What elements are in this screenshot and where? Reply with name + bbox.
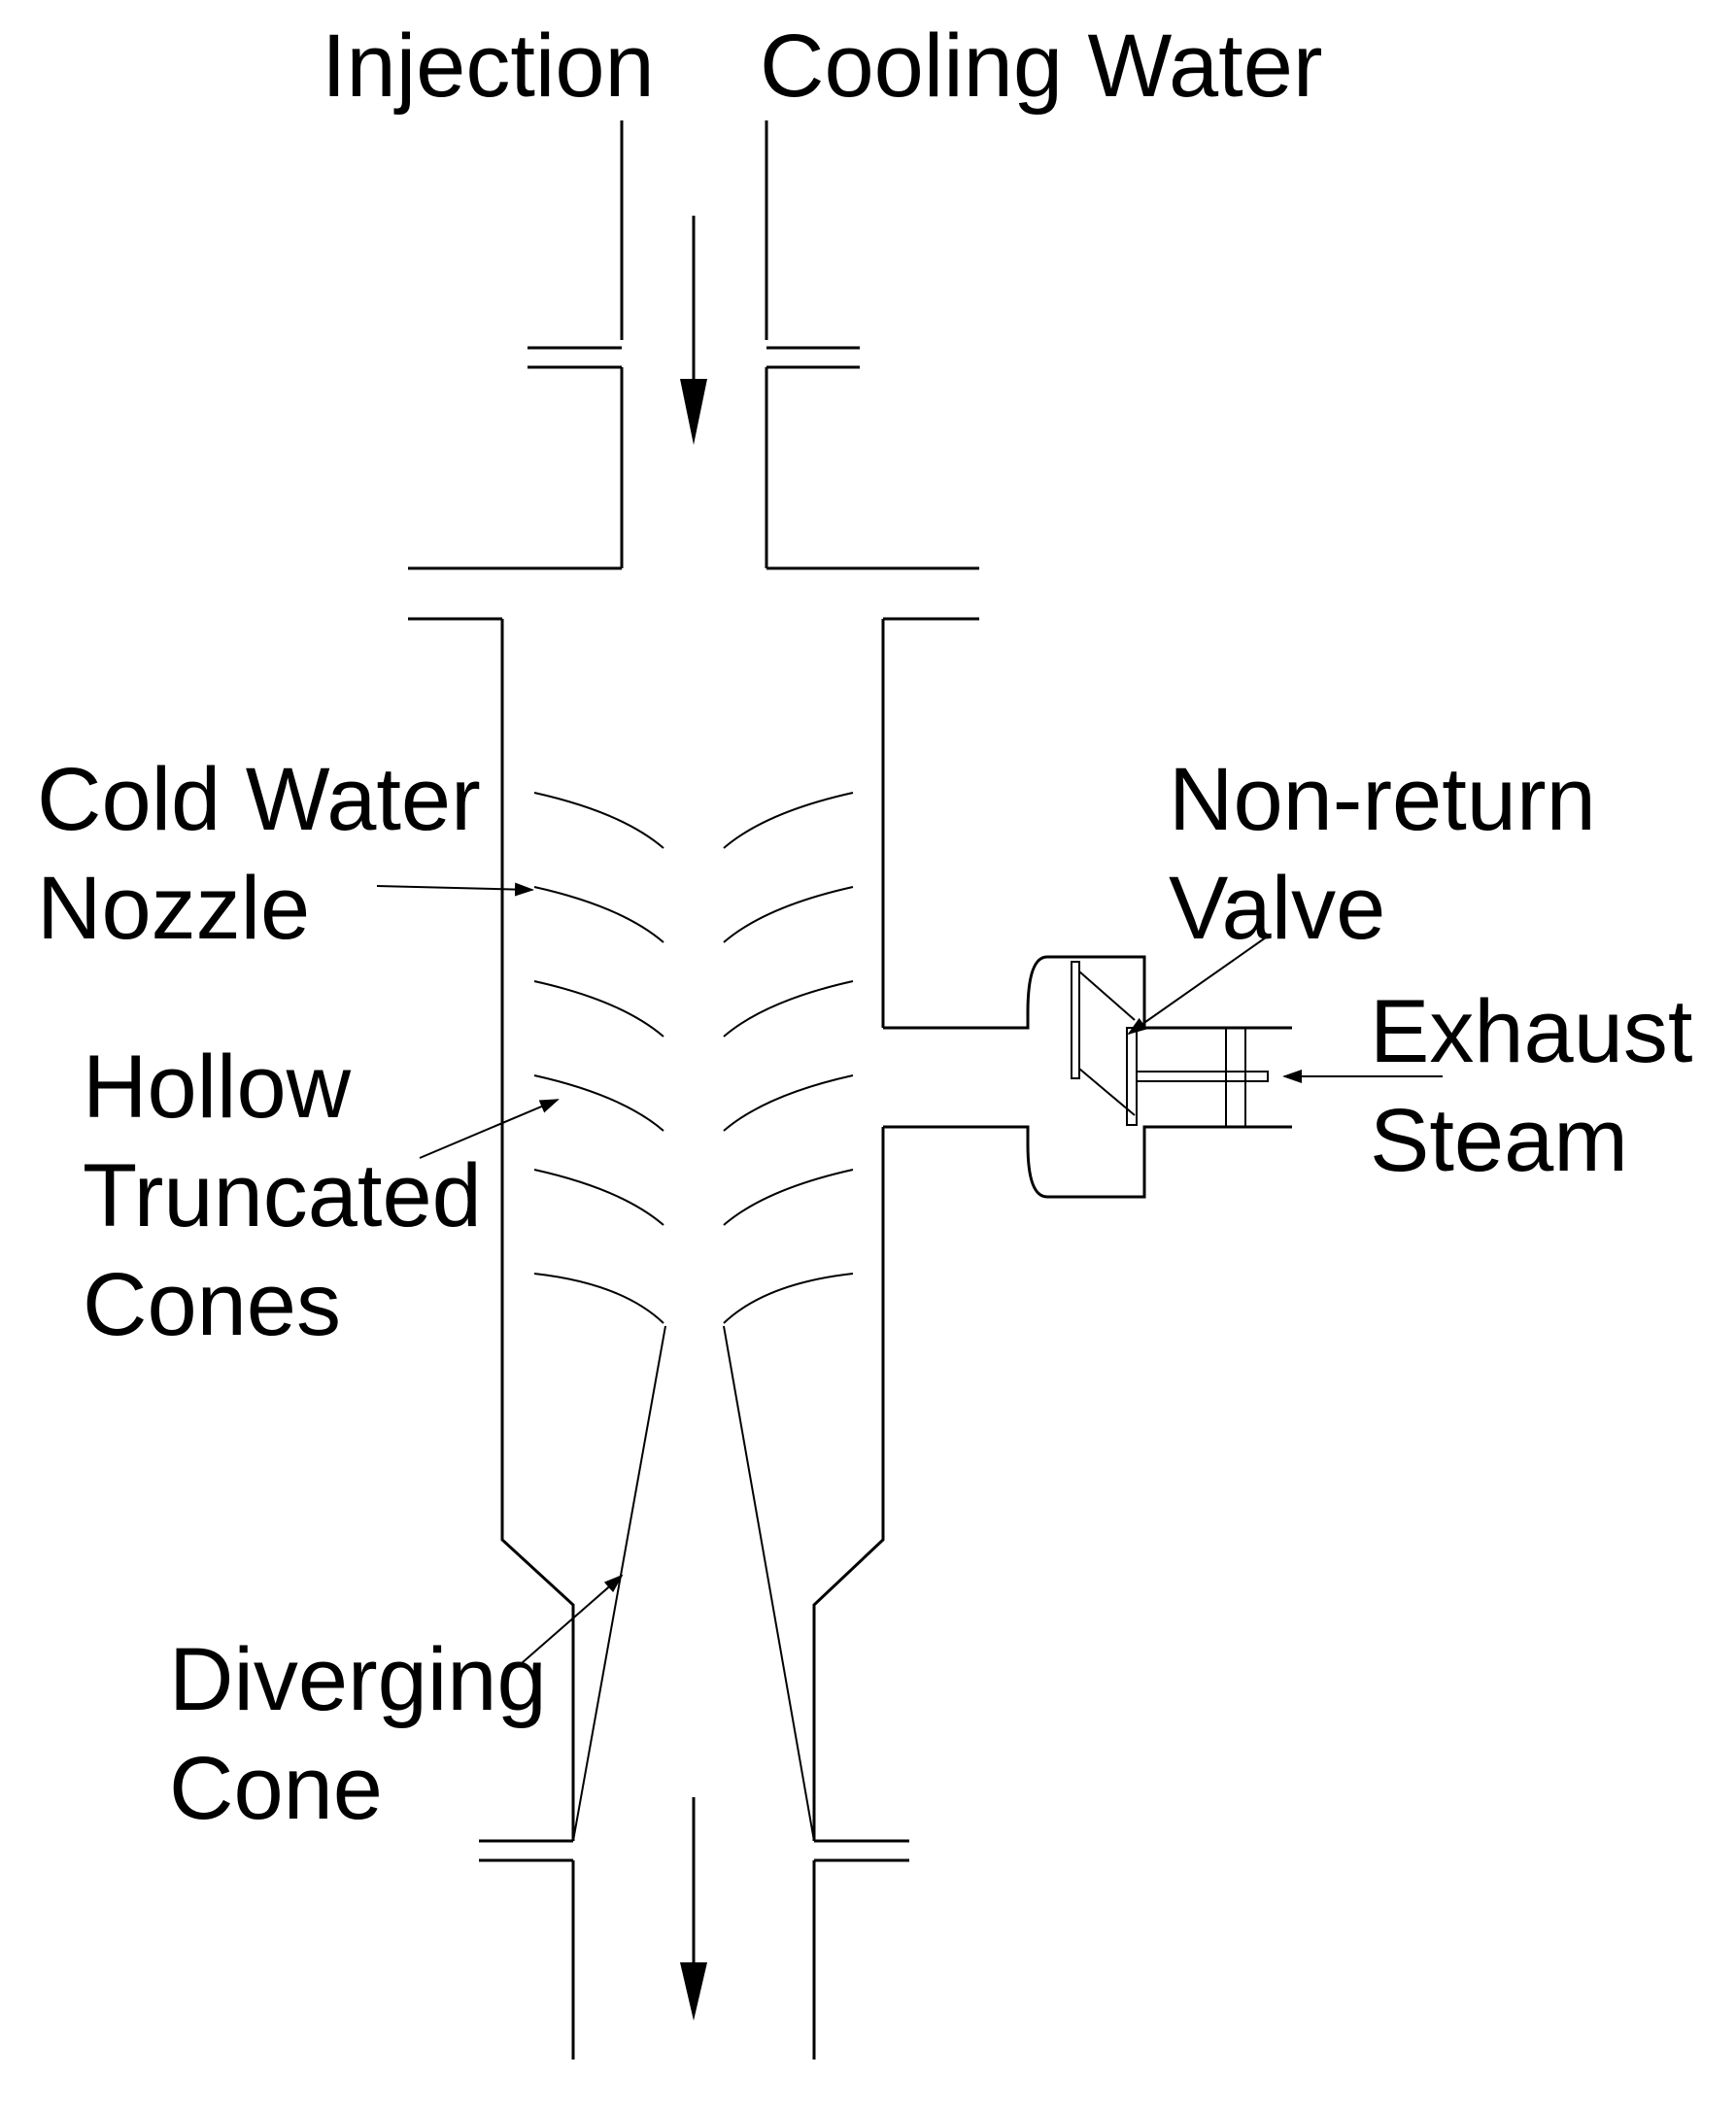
bottom-flange — [479, 1839, 909, 2060]
non-return-valve-line-1: Non-return — [1169, 750, 1596, 849]
inflow-arrow — [680, 216, 707, 445]
hollow-truncated-cones-right — [723, 792, 854, 1324]
outflow-arrow — [680, 1797, 707, 2021]
non-return-valve-leader — [1127, 936, 1267, 1036]
hollow-truncated-cones-left — [533, 792, 664, 1324]
diverging-cone-line-1: Diverging — [169, 1630, 547, 1729]
hollow-truncated-cones-line-1: Hollow — [83, 1038, 352, 1137]
top-flange — [408, 566, 979, 621]
hollow-truncated-cones-line-2: Truncated — [83, 1146, 482, 1246]
non-return-valve-label: Non-return Valve — [1169, 745, 1596, 963]
cooling-water-label: Cooling Water — [760, 17, 1323, 116]
non-return-valve-body — [883, 955, 1292, 1199]
exhaust-steam-line-2: Steam — [1370, 1091, 1628, 1191]
injection-pipe — [528, 120, 860, 568]
hollow-truncated-cones-label: Hollow Truncated Cones — [83, 1033, 482, 1360]
cold-water-nozzle-label: Cold Water Nozzle — [37, 745, 481, 963]
non-return-valve-line-2: Valve — [1169, 859, 1386, 959]
diverging-cone — [572, 1325, 815, 1842]
diverging-cone-line-2: Cone — [169, 1739, 383, 1839]
injection-label: Injection — [322, 17, 655, 116]
exhaust-steam-line-1: Exhaust — [1370, 982, 1693, 1081]
exhaust-steam-label: Exhaust Steam — [1370, 977, 1692, 1195]
hollow-cones-leader — [419, 1099, 560, 1159]
cold-water-nozzle-line-2: Nozzle — [37, 859, 311, 959]
cold-water-nozzle-line-1: Cold Water — [37, 750, 481, 849]
hollow-truncated-cones-line-3: Cones — [83, 1255, 341, 1355]
cold-water-nozzle-leader — [376, 882, 534, 897]
diverging-cone-leader — [521, 1574, 624, 1664]
leader-arrows — [376, 882, 1443, 1664]
diverging-cone-label: Diverging Cone — [169, 1625, 547, 1843]
condenser-shell — [500, 619, 885, 1841]
